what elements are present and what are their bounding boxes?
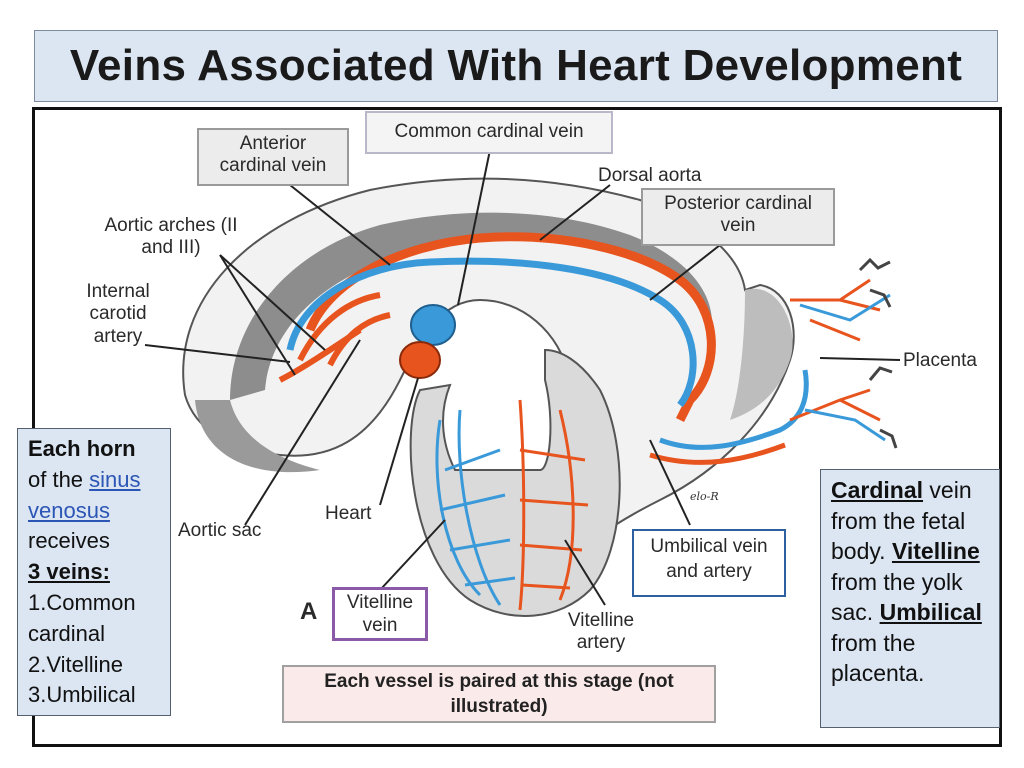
label-umbilical-vein-artery: Umbilical vein and artery xyxy=(632,529,786,597)
sinus-venosus-info-box: Each horn of the sinus venosus receives … xyxy=(17,428,171,716)
title-bar: Veins Associated With Heart Development xyxy=(34,30,998,102)
label-panel-letter: A xyxy=(300,598,318,625)
list-item: 1.Common xyxy=(28,589,136,615)
leader-lines xyxy=(144,149,901,606)
list-item: cardinal xyxy=(28,620,106,646)
cardinal-term: Cardinal xyxy=(831,477,924,503)
sinus-link[interactable]: sinus xyxy=(89,466,141,492)
dorsal-aorta-vessel xyxy=(305,232,716,423)
umbilical-term: Umbilical xyxy=(879,599,982,626)
label-common-cardinal-vein: Common cardinal vein xyxy=(365,111,613,154)
vein-origin-info-box: Cardinal vein from the fetal body. Vitel… xyxy=(820,469,1000,728)
embryo-tail xyxy=(730,288,793,420)
label-vitelline-vein: Vitelline vein xyxy=(332,587,428,641)
label-anterior-cardinal-vein: Anterior cardinal vein xyxy=(197,128,349,186)
info-heading: Each horn xyxy=(28,436,136,461)
paired-vessels-note: Each vessel is paired at this stage (not… xyxy=(282,665,716,723)
aortic-arch-network xyxy=(278,292,391,383)
embryo-dark-band xyxy=(230,212,712,400)
list-item: 2.Vitelline xyxy=(28,651,123,677)
label-heart: Heart xyxy=(325,503,372,524)
label-aortic-arches: Aortic arches (II and III) xyxy=(104,215,238,259)
signature-text: elo-R xyxy=(690,490,719,503)
vitelline-plexus xyxy=(435,399,589,611)
label-aortic-sac: Aortic sac xyxy=(178,520,262,541)
label-placenta: Placenta xyxy=(903,350,977,371)
label-posterior-cardinal-vein: Posterior cardinal vein xyxy=(641,188,835,246)
vitelline-term: Vitelline xyxy=(891,538,980,565)
label-vitelline-artery: Vitelline artery xyxy=(567,610,635,654)
embryo-head-shadow xyxy=(195,400,320,473)
label-dorsal-aorta: Dorsal aorta xyxy=(598,165,702,186)
label-internal-carotid-artery: Internal carotid artery xyxy=(86,281,150,347)
placenta-villi xyxy=(789,257,898,449)
cardinal-vein-vessel xyxy=(286,257,697,408)
venosus-link[interactable]: venosus xyxy=(28,497,110,523)
sinus-venosus-blue xyxy=(410,304,456,346)
vein-count: 3 veins: xyxy=(28,559,110,585)
heart-red xyxy=(399,341,441,379)
umbilical-vessels xyxy=(659,369,809,450)
list-item: 3.Umbilical xyxy=(28,682,136,708)
page-title: Veins Associated With Heart Development xyxy=(69,41,963,90)
